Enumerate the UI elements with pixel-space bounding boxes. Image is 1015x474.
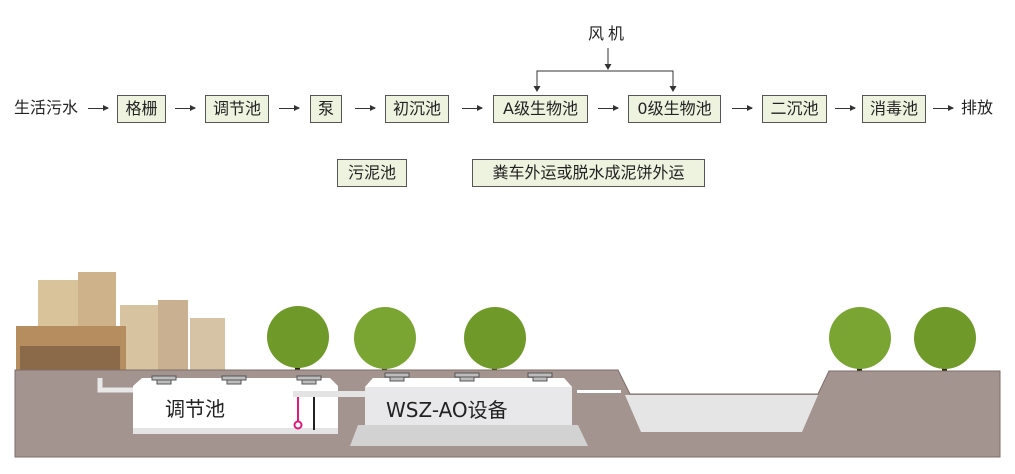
- step-a-bio-tank: A级生物池: [493, 95, 588, 123]
- step-primary-settling: 初沉池: [385, 95, 449, 123]
- regulating-tank-label: 调节池: [165, 397, 225, 421]
- blower-arrows: [533, 48, 677, 92]
- pump-icon: [293, 397, 315, 430]
- channel-water: [625, 395, 818, 432]
- sludge-tank: 污泥池: [337, 159, 407, 187]
- arrow: [175, 105, 196, 111]
- step-pump: 泵: [310, 95, 342, 123]
- connecting-pipe: [293, 391, 368, 397]
- arrow: [355, 105, 376, 111]
- arrow: [933, 105, 954, 111]
- inlet-pipe: [97, 378, 134, 393]
- arrow: [598, 105, 619, 111]
- arrow: [279, 105, 300, 111]
- equipment-label: WSZ-AO设备: [386, 398, 508, 422]
- source-label: 生活污水: [14, 98, 79, 117]
- equipment-base: [350, 425, 588, 446]
- manhole-covers: [151, 372, 553, 385]
- step-secondary-settling: 二沉池: [762, 95, 827, 123]
- sludge-disposal: 粪车外运或脱水成泥饼外运: [472, 159, 705, 187]
- regulating-tank: [133, 378, 338, 434]
- buildings: [16, 272, 225, 370]
- step-disinfection: 消毒池: [862, 95, 926, 123]
- step-regulating-tank: 调节池: [205, 95, 269, 123]
- arrow: [462, 105, 483, 111]
- arrow: [732, 105, 753, 111]
- arrow: [88, 105, 109, 111]
- blower-label: 风机: [588, 24, 629, 43]
- trees: [267, 306, 976, 372]
- step-grille: 格栅: [117, 95, 166, 123]
- wsz-ao-equipment: [365, 378, 572, 425]
- sink-label: 排放: [961, 98, 994, 117]
- outlet-pipe: [577, 390, 621, 393]
- step-o-bio-tank: 0级生物池: [628, 95, 721, 123]
- arrow: [835, 105, 856, 111]
